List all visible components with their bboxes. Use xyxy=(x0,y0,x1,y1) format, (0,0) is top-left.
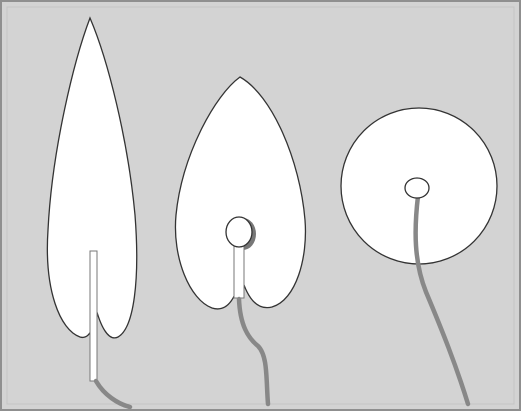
heart-leaf-midrib xyxy=(234,246,244,298)
round-disc-node xyxy=(405,178,429,198)
heart-leaf-bulb xyxy=(226,217,252,247)
tall-leaf-midrib xyxy=(90,251,97,381)
